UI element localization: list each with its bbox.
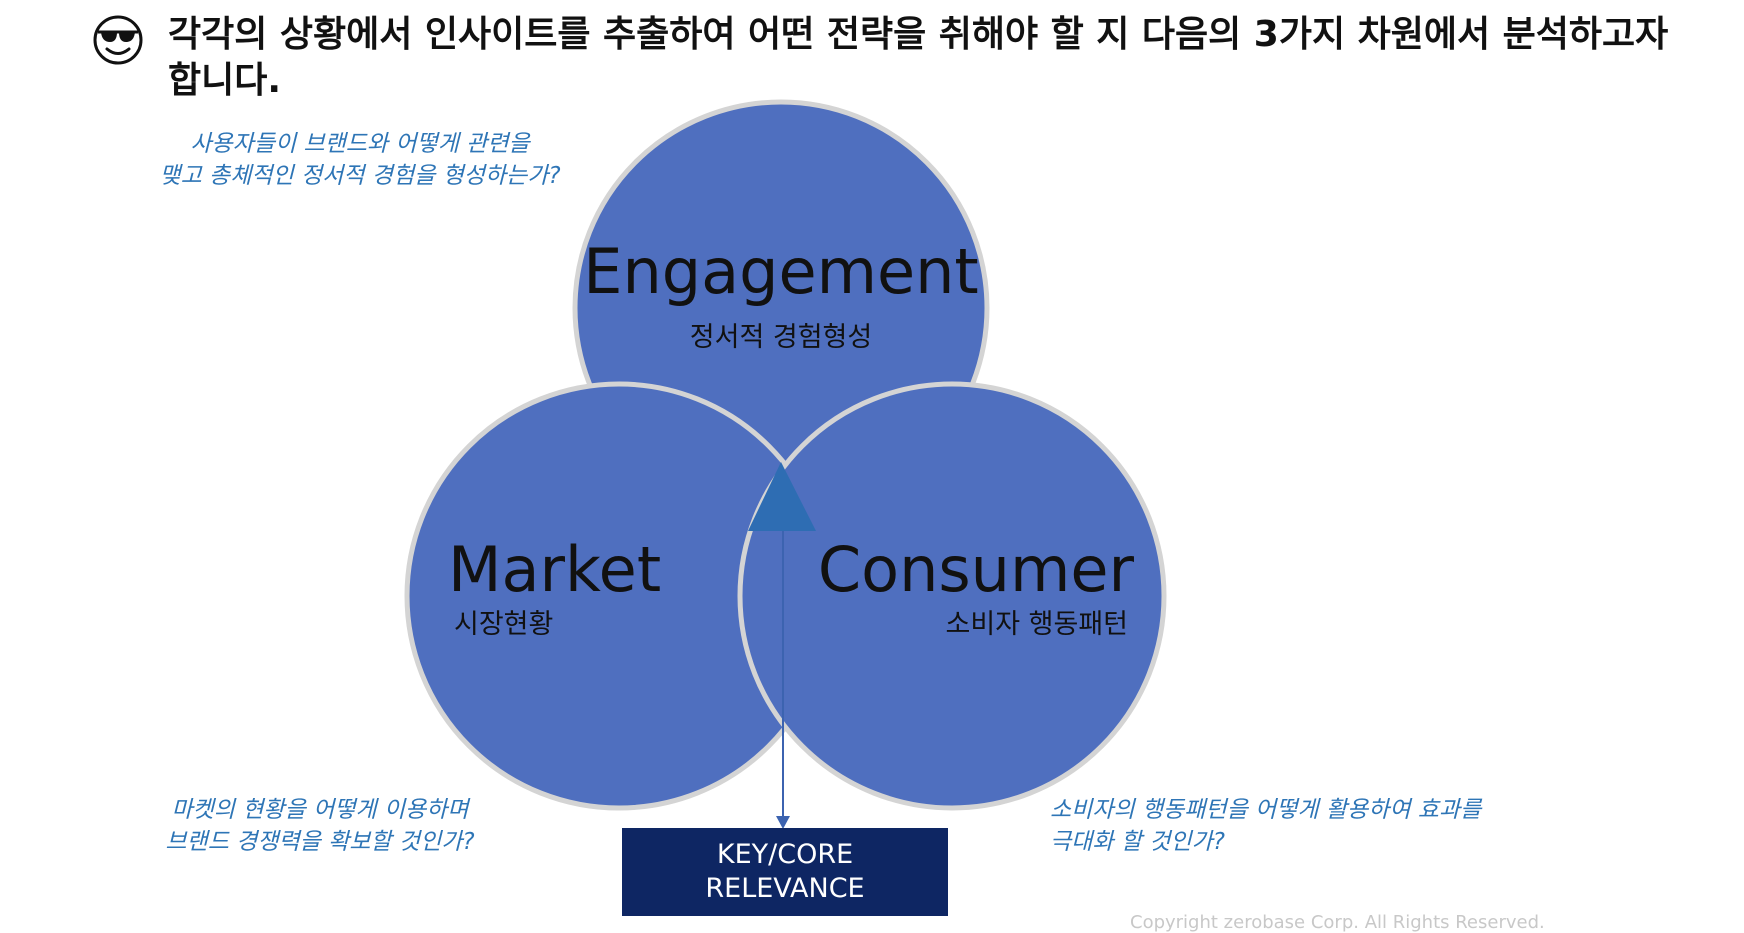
relevance-triangle	[748, 462, 816, 531]
engagement-title: Engagement	[583, 235, 978, 308]
consumer-title: Consumer	[818, 533, 1135, 606]
consumer-subtitle: 소비자 행동패턴	[946, 609, 1128, 640]
consumer-question: 소비자의 행동패턴을 어떻게 활용하여 효과를 극대화 할 것인가?	[1050, 797, 1482, 855]
consumer-circle	[737, 381, 1167, 811]
engagement-subtitle: 정서적 경험형성	[690, 322, 872, 353]
page-title: 각각의 상황에서 인사이트를 추출하여 어떤 전략을 취해야 할 지 다음의 3…	[168, 14, 1669, 101]
market-question: 마켓의 현황을 어떻게 이용하며 브랜드 경쟁력을 확보할 것인가?	[165, 797, 475, 855]
sunglasses-smiley-icon	[93, 15, 143, 65]
market-subtitle: 시장현황	[454, 609, 553, 640]
copyright-footer: Copyright zerobase Corp. All Rights Rese…	[1130, 912, 1545, 933]
market-title: Market	[448, 533, 661, 606]
key-core-relevance-box: KEY/CORE RELEVANCE	[622, 828, 948, 916]
engagement-question: 사용자들이 브랜드와 어떻게 관련을 맺고 총체적인 정서적 경험을 형성하는가…	[159, 131, 561, 189]
relevance-arrow-head	[776, 816, 790, 829]
